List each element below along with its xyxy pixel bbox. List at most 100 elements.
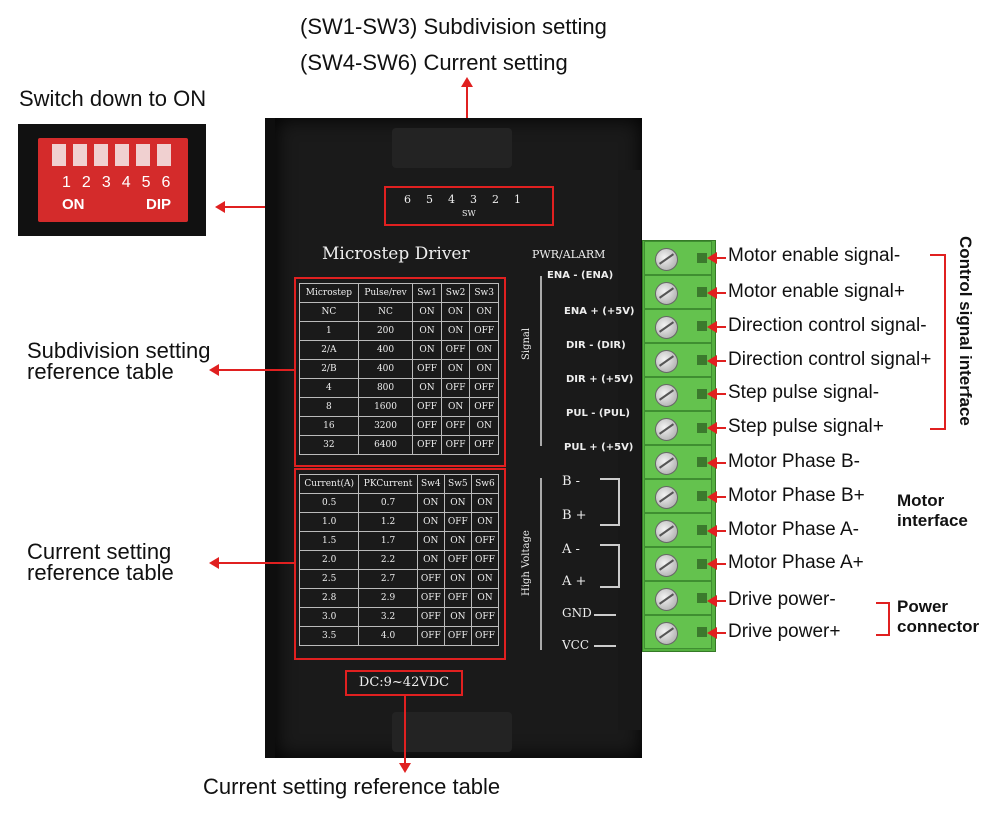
table-cell: 3.5 xyxy=(298,626,360,646)
screw-icon xyxy=(655,588,678,611)
signal-pin-label: DIR + (+5V) xyxy=(566,374,634,385)
table-cell: 200 xyxy=(357,321,414,341)
terminal-pointer xyxy=(707,422,726,434)
terminal xyxy=(644,581,712,615)
power-bracket xyxy=(876,602,890,636)
table-cell: OFF xyxy=(470,626,500,646)
vcc-icon xyxy=(594,645,616,647)
table-cell: 1.7 xyxy=(358,531,418,551)
table-header-cell: Microstep xyxy=(299,283,359,303)
coil-b-icon xyxy=(600,478,620,526)
current-pointer xyxy=(209,557,294,569)
bottom-caption: Current setting reference table xyxy=(203,774,501,799)
hv-pin-label: VCC xyxy=(562,638,590,652)
terminal-label: Drive power+ xyxy=(728,621,841,642)
top-caption-subdivision: (SW1-SW3) Subdivision setting xyxy=(300,14,607,39)
terminal xyxy=(644,241,712,275)
hv-pin-label: GND xyxy=(562,606,592,620)
terminal xyxy=(644,479,712,513)
table-cell: OFF xyxy=(416,607,445,627)
terminal-label: Motor Phase B+ xyxy=(728,485,865,506)
table-cell: OFF xyxy=(416,626,445,646)
table-cell: NC xyxy=(299,302,359,322)
table-cell: ON xyxy=(440,359,471,379)
dip-switch-image: 1 2 3 4 5 6 ON DIP xyxy=(18,124,206,236)
hv-bracket xyxy=(540,478,542,650)
terminal-pointer xyxy=(707,252,726,264)
table-cell: 0.7 xyxy=(358,493,418,513)
screw-icon xyxy=(655,282,678,305)
table-cell: ON xyxy=(416,493,445,513)
table-cell: OFF xyxy=(469,435,499,455)
table-cell: 1.0 xyxy=(298,512,360,532)
top-caption-current: (SW4-SW6) Current setting xyxy=(300,50,568,75)
terminal-pointer xyxy=(707,558,726,570)
table-cell: OFF xyxy=(470,550,500,570)
table-cell: OFF xyxy=(470,531,500,551)
table-cell: 6400 xyxy=(357,435,414,455)
dip-number: 2 xyxy=(81,174,91,191)
top-mount-tab xyxy=(392,128,512,168)
terminal xyxy=(644,615,712,649)
table-cell: OFF xyxy=(440,378,471,398)
table-cell: ON xyxy=(443,607,472,627)
terminal-label: Motor enable signal- xyxy=(728,245,901,266)
table-cell: OFF xyxy=(469,321,499,341)
table-header-cell: Sw3 xyxy=(469,283,499,303)
terminal-label: Step pulse signal- xyxy=(728,382,880,403)
terminal-pointer xyxy=(707,491,726,503)
motor-group-label-line1: Motor interface xyxy=(897,491,968,530)
table-cell: 0.5 xyxy=(298,493,360,513)
screw-icon xyxy=(655,520,678,543)
hv-pin-label: A - xyxy=(562,542,580,557)
screw-icon xyxy=(655,452,678,475)
table-cell: ON xyxy=(443,569,472,589)
dip-number: 4 xyxy=(121,174,131,191)
table-cell: OFF xyxy=(412,416,442,436)
control-bracket xyxy=(930,254,946,430)
dip-on-label: ON xyxy=(62,196,85,213)
terminal-pointer xyxy=(707,627,726,639)
terminal xyxy=(644,547,712,581)
table-header-cell: Sw6 xyxy=(470,474,500,494)
hv-vertical-label: High Voltage xyxy=(521,530,532,596)
terminal-pointer xyxy=(707,355,726,367)
table-cell: OFF xyxy=(443,550,472,570)
table-cell: ON xyxy=(469,340,499,360)
table-cell: 2/A xyxy=(299,340,359,360)
table-header-row: Microstep Pulse/rev Sw1 Sw2 Sw3 xyxy=(299,283,499,303)
table-cell: ON xyxy=(470,588,500,608)
terminal-label: Motor enable signal+ xyxy=(728,281,905,302)
table-cell: OFF xyxy=(440,340,471,360)
terminal-label: Motor Phase A+ xyxy=(728,552,864,573)
table-cell: 2.7 xyxy=(358,569,418,589)
table-header-cell: PKCurrent xyxy=(358,474,418,494)
table-cell: OFF xyxy=(443,588,472,608)
dip-number: 5 xyxy=(141,174,151,191)
table-cell: 8 xyxy=(299,397,359,417)
table-cell: OFF xyxy=(440,435,471,455)
screw-icon xyxy=(655,316,678,339)
table-cell: OFF xyxy=(416,588,445,608)
table-cell: 400 xyxy=(357,359,414,379)
sw-number: 5 xyxy=(426,193,433,206)
bottom-mount-tab xyxy=(392,712,512,752)
table-cell: 1 xyxy=(299,321,359,341)
table-cell: ON xyxy=(443,531,472,551)
table-cell: 4.0 xyxy=(358,626,418,646)
sw-number: 2 xyxy=(492,193,499,206)
table-cell: ON xyxy=(469,302,499,322)
sw-indicator-box: 6 5 4 3 2 1 SW xyxy=(384,186,554,226)
sw-number: 1 xyxy=(514,193,521,206)
hv-pin-label: B + xyxy=(562,508,587,523)
subdivision-callout: Subdivision setting reference table xyxy=(27,338,211,384)
